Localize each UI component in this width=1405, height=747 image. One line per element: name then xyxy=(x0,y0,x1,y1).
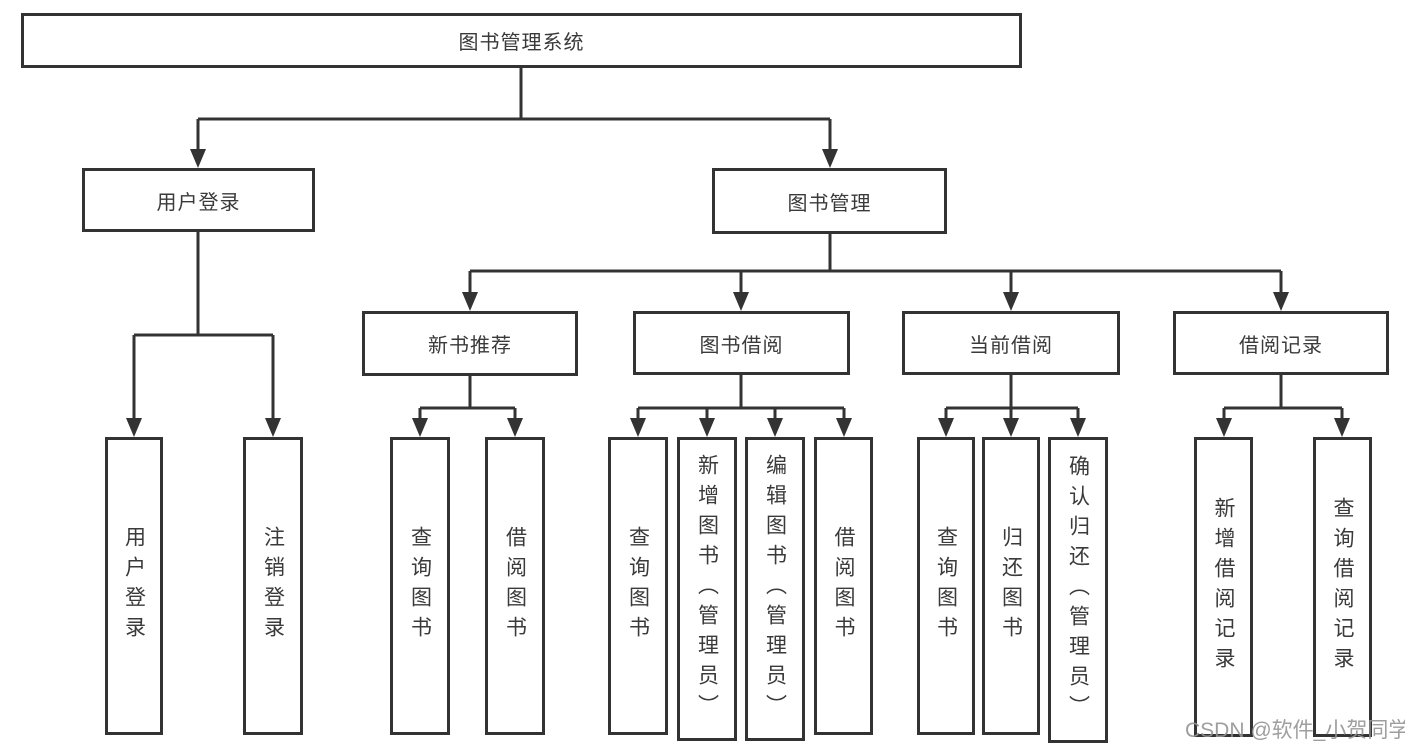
arrow-down-icon xyxy=(733,292,749,311)
leaf-label: 查询图书 xyxy=(626,526,650,646)
arrow-down-icon xyxy=(126,418,142,437)
arrow-down-icon xyxy=(190,149,206,168)
node-root: 图书管理系统 xyxy=(21,13,1022,68)
leaf-return-book: 归还图书 xyxy=(982,437,1040,735)
arrow-down-icon xyxy=(507,418,523,437)
arrow-down-icon xyxy=(1003,418,1019,437)
leaf-label: 确认归还（管理员） xyxy=(1066,455,1090,725)
leaf-edit-book-admin: 编辑图书（管理员） xyxy=(745,437,805,741)
user-login-children-connector xyxy=(126,232,281,437)
leaf-label: 注销登录 xyxy=(261,526,285,646)
arrow-down-icon xyxy=(1334,418,1350,437)
node-current-borrow: 当前借阅 xyxy=(902,311,1120,375)
arrow-down-icon xyxy=(767,418,783,437)
arrow-down-icon xyxy=(1003,292,1019,311)
watermark: CSDN @软件_小贺同学 xyxy=(1185,719,1405,742)
leaf-label: 编辑图书（管理员） xyxy=(763,454,787,724)
arrow-down-icon xyxy=(699,418,715,437)
current-borrow-children-connector xyxy=(938,375,1086,437)
root-to-level2-connector xyxy=(190,68,838,168)
node-new-book-recommend: 新书推荐 xyxy=(362,311,578,376)
arrow-down-icon xyxy=(836,418,852,437)
leaf-logout: 注销登录 xyxy=(243,437,303,735)
leaf-label: 用户登录 xyxy=(122,526,146,646)
leaf-query-books-3: 查询图书 xyxy=(917,437,975,735)
arrow-down-icon xyxy=(822,149,838,168)
book-borrow-children-connector xyxy=(630,375,852,437)
leaf-label: 归还图书 xyxy=(999,526,1023,646)
book-management-children-connector xyxy=(462,234,1289,311)
leaf-label: 借阅图书 xyxy=(503,526,527,646)
arrow-down-icon xyxy=(938,418,954,437)
arrow-down-icon xyxy=(412,418,428,437)
leaf-label: 新增借阅记录 xyxy=(1212,497,1235,677)
leaf-label: 查询借阅记录 xyxy=(1331,497,1354,677)
arrow-down-icon xyxy=(1273,292,1289,311)
new-book-children-connector xyxy=(412,376,523,437)
leaf-borrow-books-2: 借阅图书 xyxy=(814,437,873,735)
leaf-user-login: 用户登录 xyxy=(105,437,163,735)
arrow-down-icon xyxy=(630,418,646,437)
leaf-confirm-return-admin: 确认归还（管理员） xyxy=(1048,437,1108,743)
leaf-add-book-admin: 新增图书（管理员） xyxy=(677,437,737,741)
leaf-label: 借阅图书 xyxy=(832,526,855,646)
leaf-query-books-2: 查询图书 xyxy=(608,437,668,735)
leaf-borrow-books-1: 借阅图书 xyxy=(485,437,545,735)
node-borrow-records: 借阅记录 xyxy=(1173,311,1389,375)
node-book-borrow: 图书借阅 xyxy=(633,311,850,375)
leaf-add-borrow-record: 新增借阅记录 xyxy=(1194,437,1253,737)
arrow-down-icon xyxy=(1070,418,1086,437)
leaf-label: 查询图书 xyxy=(934,526,958,646)
leaf-label: 查询图书 xyxy=(408,526,432,646)
arrow-down-icon xyxy=(1216,418,1232,437)
node-book-management: 图书管理 xyxy=(712,168,947,234)
arrow-down-icon xyxy=(462,292,478,311)
borrow-records-children-connector xyxy=(1216,375,1350,437)
leaf-query-books-1: 查询图书 xyxy=(390,437,450,735)
leaf-label: 新增图书（管理员） xyxy=(695,454,719,724)
node-user-login: 用户登录 xyxy=(82,168,315,232)
arrow-down-icon xyxy=(265,418,281,437)
leaf-query-borrow-record: 查询借阅记录 xyxy=(1313,437,1372,737)
